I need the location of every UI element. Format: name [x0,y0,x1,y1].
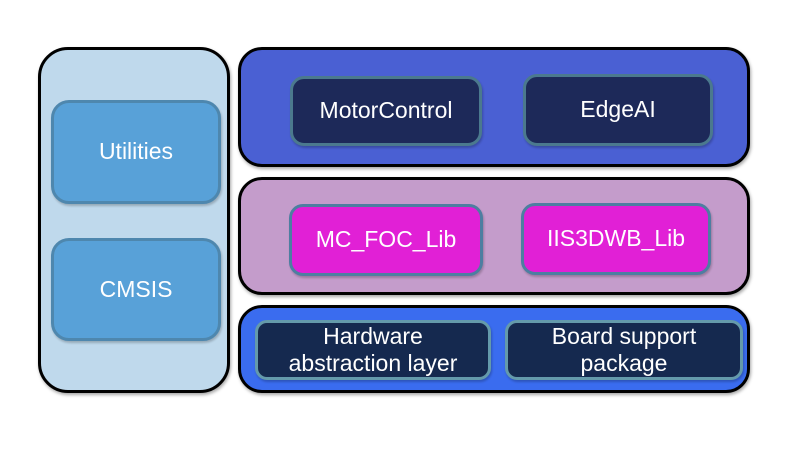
iis3dwb-lib-label: IIS3DWB_Lib [546,225,686,252]
mc-foc-lib-label: MC_FOC_Lib [315,226,457,253]
board-support-package-label: Board support package [551,322,697,376]
utilities-label: Utilities [98,138,174,165]
edgeai-block: EdgeAI [523,74,713,146]
motorcontrol-label: MotorControl [319,97,453,124]
motorcontrol-block: MotorControl [290,76,482,146]
edgeai-label: EdgeAI [580,96,656,123]
cmsis-block: CMSIS [51,238,221,341]
hardware-layer-group: Hardware abstraction layer Board support… [238,305,750,393]
hardware-abstraction-layer-block: Hardware abstraction layer [255,320,491,380]
board-support-package-block: Board support package [505,320,743,380]
iis3dwb-lib-block: IIS3DWB_Lib [521,203,711,275]
utilities-cmsis-group: Utilities CMSIS [38,47,230,393]
hardware-abstraction-layer-label: Hardware abstraction layer [288,322,458,376]
libraries-group: MC_FOC_Lib IIS3DWB_Lib [238,177,750,295]
utilities-block: Utilities [51,100,221,204]
application-layer-group: MotorControl EdgeAI [238,47,750,167]
mc-foc-lib-block: MC_FOC_Lib [289,204,483,276]
cmsis-label: CMSIS [99,275,173,302]
